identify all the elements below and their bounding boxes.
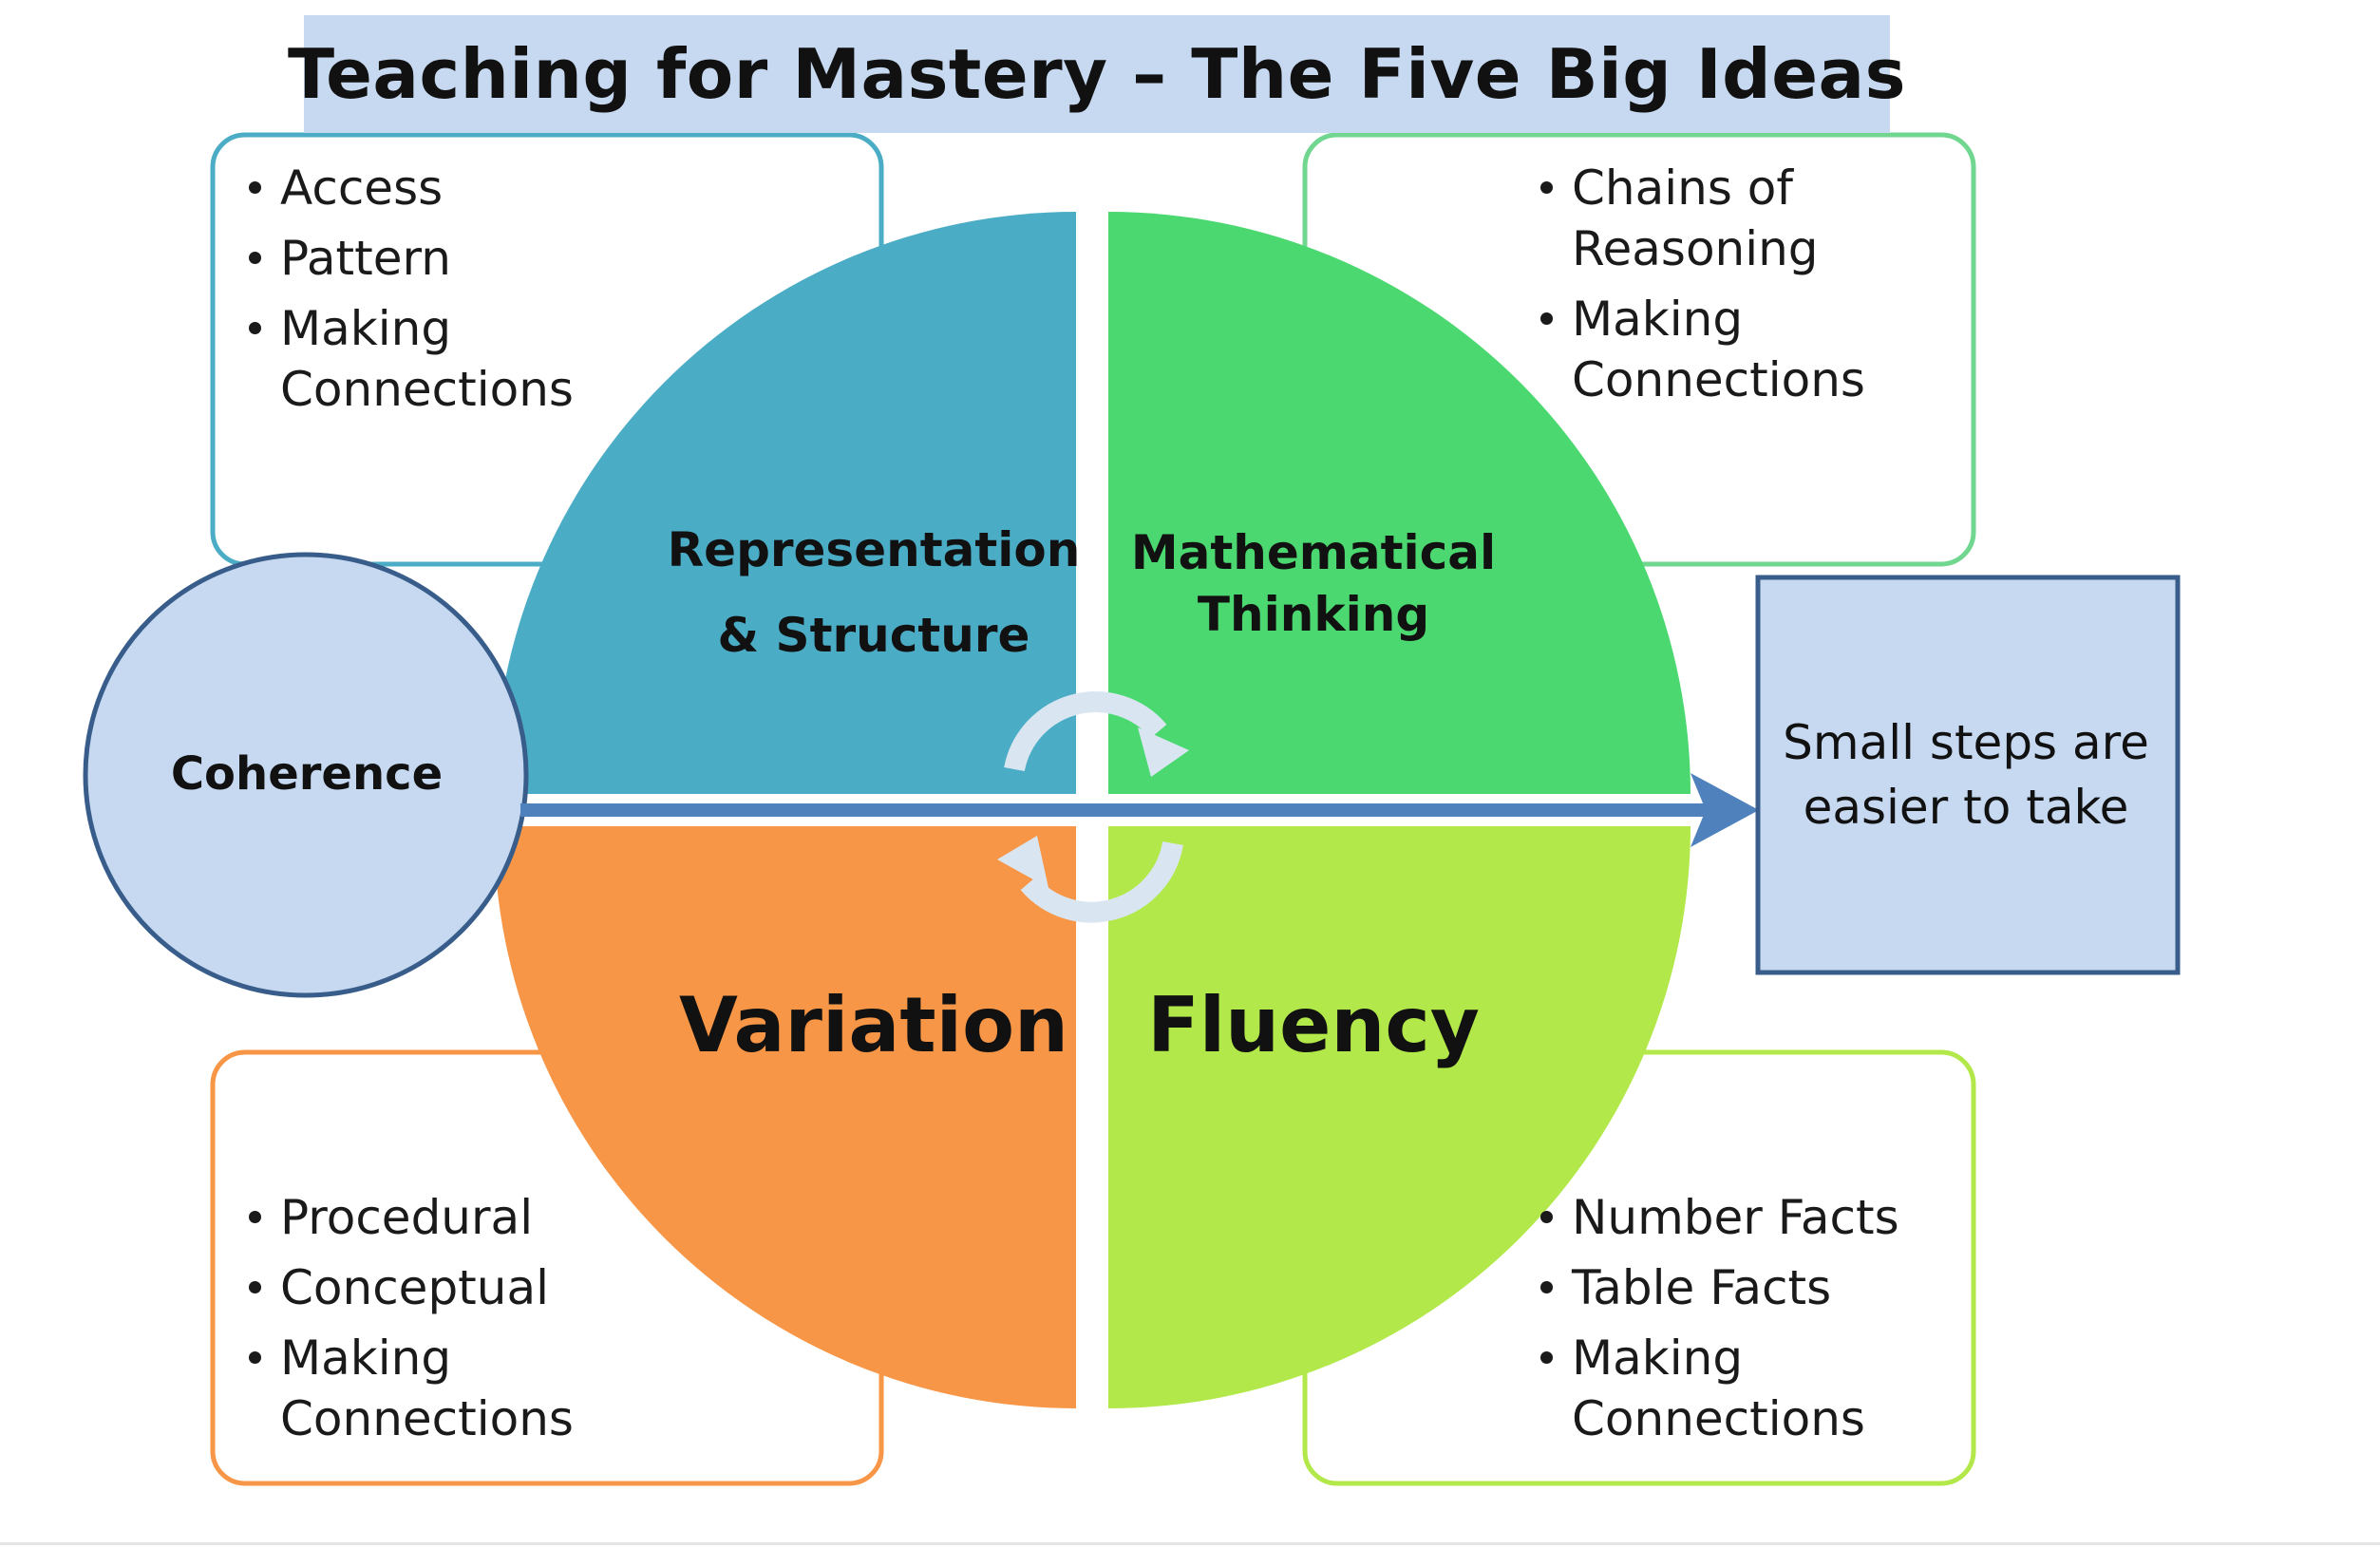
page-divider [0,1542,2380,1545]
label-fluency: Fluency [1147,981,1480,1069]
list-item: Access [245,158,625,218]
coherence-label: Coherence [170,747,444,801]
small-steps-text: Small steps are easier to take [1783,715,2149,835]
quadrant-variation [494,826,1076,1408]
arrow-right-icon [1691,773,1759,847]
quadrant-fluency [1108,826,1691,1408]
quadrant-mathematical-thinking [1108,212,1691,794]
label-mathematical-thinking: Mathematical Thinking [1130,525,1497,642]
label-representation: Representation & Structure [667,522,1081,663]
list-item: Conceptual [245,1257,625,1318]
list-item: Making Connections [245,298,625,420]
list-item: Making Connections [1537,289,1917,410]
page-title: Teaching for Mastery – The Five Big Idea… [288,34,1906,114]
cycle-arrow-bottom-head [997,836,1048,888]
label-variation: Variation [679,981,1068,1069]
coherence-circle [83,552,529,998]
list-item: Chains of Reasoning [1537,158,1917,279]
list-item: Making Connections [245,1328,625,1449]
cycle-arrows-icon [997,691,1189,923]
list-item: Table Facts [1537,1257,1936,1318]
list-item: Procedural [245,1187,625,1248]
title-banner: Teaching for Mastery – The Five Big Idea… [288,15,1905,133]
list-item: Pattern [245,228,625,289]
list-item: Making Connections [1537,1328,1936,1449]
cycle-arrow-top-head [1138,727,1189,777]
list-item: Number Facts [1537,1187,1936,1248]
small-steps-box [1755,575,2181,975]
cycle-arrow-bottom [1020,840,1183,923]
flow-arrow-shaft [520,803,1708,817]
quadrant-representation [494,212,1076,794]
cycle-arrow-top [1004,691,1167,772]
